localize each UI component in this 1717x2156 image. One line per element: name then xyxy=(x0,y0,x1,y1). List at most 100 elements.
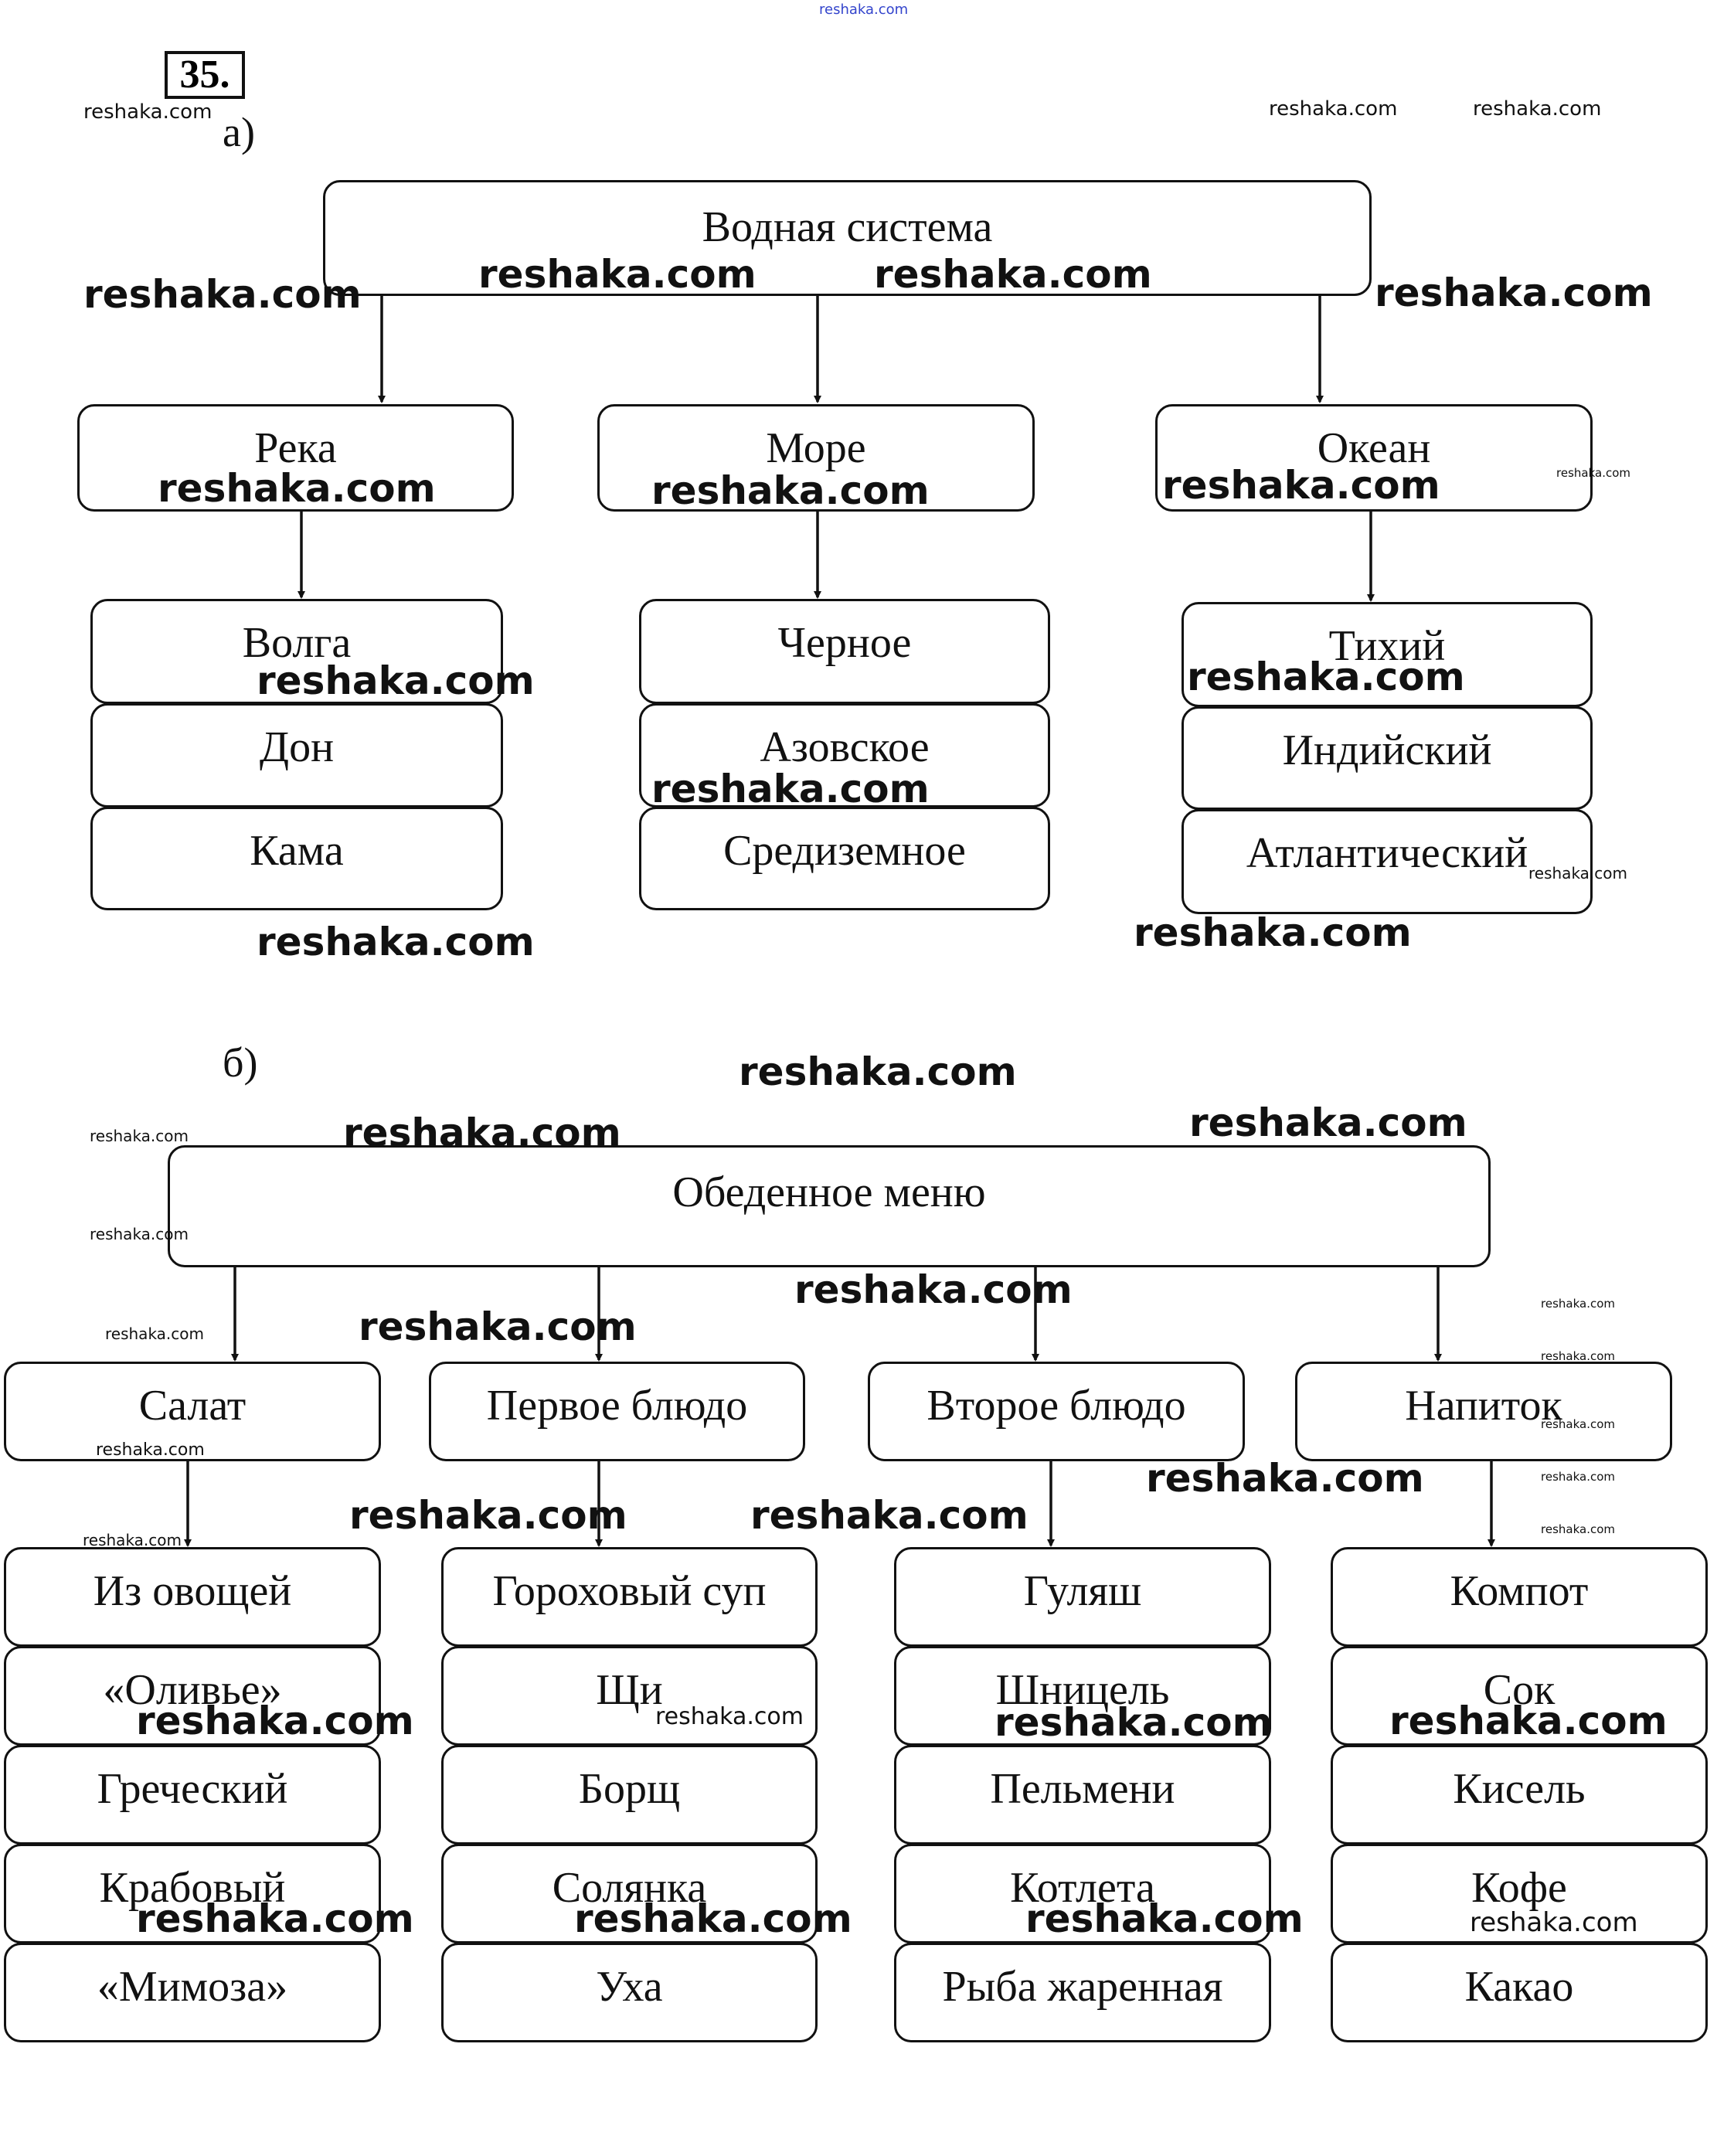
node-krabovyy: Крабовый xyxy=(4,1844,381,1943)
node-label: Река xyxy=(254,424,337,472)
node-kompot: Компот xyxy=(1331,1547,1708,1647)
node-label: Уха xyxy=(596,1963,663,2011)
watermark: reshaka.com xyxy=(1389,1699,1668,1743)
watermark: reshaka.com xyxy=(1541,1297,1615,1311)
node-label: Напиток xyxy=(1405,1382,1562,1430)
watermark: reshaka.com xyxy=(1189,1100,1467,1145)
node-label: Второе блюдо xyxy=(926,1382,1186,1430)
watermark: reshaka.com xyxy=(1162,463,1440,508)
watermark: reshaka.com xyxy=(1541,1470,1615,1484)
node-grecheskiy: Греческий xyxy=(4,1745,381,1845)
node-shnitsel: Шницель xyxy=(894,1646,1271,1746)
node-label: Атлантический xyxy=(1246,829,1528,877)
node-label: Кама xyxy=(250,827,344,875)
node-label: Обеденное меню xyxy=(672,1168,986,1216)
node-label: Рыба жаренная xyxy=(942,1963,1223,2011)
node-solyanka: Солянка xyxy=(441,1844,818,1943)
node-label: Азовское xyxy=(760,723,930,771)
node-don: Дон xyxy=(90,703,503,808)
node-label: Компот xyxy=(1450,1567,1589,1615)
node-pelmeni: Пельмени xyxy=(894,1745,1271,1845)
watermark: reshaka.com xyxy=(1025,1896,1304,1941)
watermark: reshaka.com xyxy=(136,1699,414,1743)
node-chernoe: Черное xyxy=(639,599,1050,704)
node-label: Кисель xyxy=(1453,1765,1586,1813)
node-label: Тихий xyxy=(1328,622,1446,670)
node-label: Щи xyxy=(596,1666,663,1714)
node-label: Борщ xyxy=(578,1765,681,1813)
node-kama: Кама xyxy=(90,807,503,910)
node-label: Шницель xyxy=(995,1666,1170,1714)
watermark: reshaka.com xyxy=(1556,466,1630,480)
node-gulyash: Гуляш xyxy=(894,1547,1271,1647)
watermark: reshaka.com xyxy=(1541,1417,1615,1431)
watermark: reshaka.com xyxy=(1541,1522,1615,1536)
watermark: reshaka.com xyxy=(794,1267,1073,1312)
node-sok: Сок xyxy=(1331,1646,1708,1746)
node-vtoroe-blyudo: Второе блюдо xyxy=(868,1362,1245,1461)
node-reka: Река xyxy=(77,404,514,512)
node-mimoza: «Мимоза» xyxy=(4,1943,381,2042)
watermark: reshaka.com xyxy=(90,1225,189,1243)
watermark: reshaka.com xyxy=(1473,97,1602,121)
watermark: reshaka.com xyxy=(874,252,1152,297)
node-more: Море xyxy=(597,404,1035,512)
watermark: reshaka.com xyxy=(739,1049,1017,1094)
watermark: reshaka.com xyxy=(655,1703,804,1730)
watermark: reshaka.com xyxy=(651,468,930,513)
node-label: Салат xyxy=(138,1382,246,1430)
node-atlanticheskiy: Атлантический xyxy=(1182,809,1593,914)
node-label: Гуляш xyxy=(1023,1567,1142,1615)
node-tikhiy: Тихий xyxy=(1182,602,1593,707)
node-kotleta: Котлета xyxy=(894,1844,1271,1943)
watermark: reshaka.com xyxy=(1528,864,1627,882)
node-label: Солянка xyxy=(552,1864,707,1912)
watermark: reshaka.com xyxy=(105,1325,204,1343)
watermark: reshaka.com xyxy=(1541,1349,1615,1363)
watermark: reshaka.com xyxy=(1375,270,1653,315)
node-azovskoe: Азовское xyxy=(639,703,1050,808)
watermark: reshaka.com xyxy=(96,1440,205,1460)
node-label: Индийский xyxy=(1282,726,1492,774)
node-label: Крабовый xyxy=(99,1864,286,1912)
watermark: reshaka.com xyxy=(1187,655,1465,699)
node-napitok: Напиток xyxy=(1295,1362,1672,1461)
watermark: reshaka.com xyxy=(349,1493,627,1538)
node-olivye: «Оливье» xyxy=(4,1646,381,1746)
node-kakao: Какао xyxy=(1331,1943,1708,2042)
exercise-number: 35. xyxy=(165,51,245,99)
node-label: Водная система xyxy=(702,203,993,251)
node-root-water-system: Водная система xyxy=(323,180,1372,296)
watermark: reshaka.com xyxy=(257,658,535,703)
node-label: Греческий xyxy=(97,1765,288,1813)
node-kofe: Кофе xyxy=(1331,1844,1708,1943)
part-a-label: а) xyxy=(223,109,255,155)
watermark: reshaka.com xyxy=(90,1127,189,1145)
node-gorokhovyy-sup: Гороховый суп xyxy=(441,1547,818,1647)
node-indiyskiy: Индийский xyxy=(1182,706,1593,810)
node-label: Из овощей xyxy=(93,1567,292,1615)
watermark: reshaka.com xyxy=(83,272,362,317)
watermark: reshaka.com xyxy=(750,1493,1028,1538)
node-label: Котлета xyxy=(1010,1864,1155,1912)
node-label: Первое блюдо xyxy=(486,1382,748,1430)
node-label: Какао xyxy=(1464,1963,1574,2011)
node-sredizemnoe: Средиземное xyxy=(639,807,1050,910)
node-label: Черное xyxy=(777,619,912,667)
watermark: reshaka.com xyxy=(83,1531,182,1549)
node-label: Дон xyxy=(259,723,335,771)
node-label: «Мимоза» xyxy=(97,1963,288,2011)
node-label: «Оливье» xyxy=(103,1666,282,1714)
node-pervoe-blyudo: Первое блюдо xyxy=(429,1362,805,1461)
watermark: reshaka.com xyxy=(1134,910,1412,955)
node-label: Сок xyxy=(1483,1666,1556,1714)
node-borshch: Борщ xyxy=(441,1745,818,1845)
node-label: Кофе xyxy=(1471,1864,1567,1912)
node-kisel: Кисель xyxy=(1331,1745,1708,1845)
part-b-label: б) xyxy=(223,1039,258,1086)
watermark: reshaka.com xyxy=(158,466,436,511)
node-okean: Океан xyxy=(1155,404,1593,512)
node-ryba-zharennaya: Рыба жаренная xyxy=(894,1943,1271,2042)
watermark: reshaka.com xyxy=(359,1304,637,1349)
